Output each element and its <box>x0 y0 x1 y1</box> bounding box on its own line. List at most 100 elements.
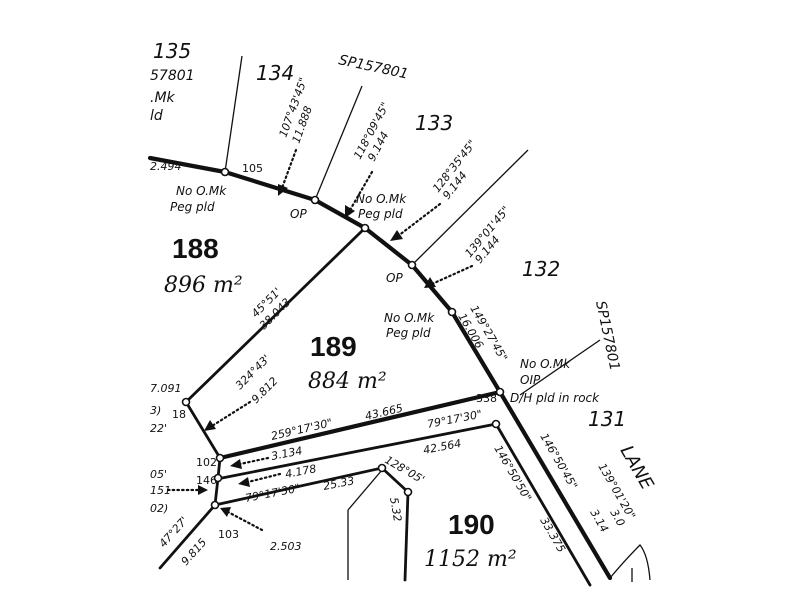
station-peg-1 <box>360 223 370 233</box>
station-5-32 <box>403 487 413 497</box>
station-338 <box>495 387 505 397</box>
station-105 <box>220 167 230 177</box>
fragment-05: 05' <box>150 468 167 481</box>
arrow-3134 <box>238 456 270 466</box>
station-103-label: 103 <box>218 528 239 541</box>
peg-pld-3: Peg pld <box>386 326 431 340</box>
dh-pld-rock-label: D/H pld in rock <box>510 391 600 405</box>
plan-ref-left-partial: 57801 <box>150 68 195 84</box>
lot-132-133-line <box>411 149 529 266</box>
bearing-79b: 79°17'30" <box>244 482 301 505</box>
arrow-4178 <box>246 472 282 484</box>
arrow-118 <box>348 170 374 212</box>
left-note-omk: .Mk <box>150 90 176 106</box>
left-note-ld: ld <box>150 108 163 124</box>
plan-ref-top: SP157801 <box>337 52 410 82</box>
bearing-146b: 146°50'45" <box>537 431 580 492</box>
arrow-139 <box>430 264 474 286</box>
arrowhead-4178 <box>238 477 250 487</box>
plan-ref-right: SP157801 <box>592 300 622 373</box>
station-op-2 <box>407 260 417 270</box>
arrowhead-151 <box>198 485 208 495</box>
lot-188-189-boundary <box>184 226 367 404</box>
arrowhead-139 <box>424 277 436 288</box>
station-inner-338 <box>491 419 501 429</box>
station-105-label: 105 <box>242 162 263 175</box>
sp-right-leader <box>519 339 601 396</box>
arrow-128 <box>396 202 442 238</box>
distance-2503: 2.503 <box>270 540 302 553</box>
boundary-5-32 <box>403 490 410 582</box>
boundary-103-lower <box>213 466 384 507</box>
boundary-128-05 <box>380 466 410 494</box>
no-omk-2: No O.Mk <box>356 192 407 206</box>
lot-133-label: 133 <box>415 111 453 135</box>
arrowhead-118 <box>345 205 355 218</box>
fragment-151: 151 <box>150 484 171 497</box>
no-omk-4: No O.Mk <box>520 357 571 371</box>
station-146-label: 146 <box>196 474 217 487</box>
lot-134-label: 134 <box>256 61 294 85</box>
fragment-3: 3) <box>150 404 161 417</box>
no-omk-3: No O.Mk <box>384 311 435 325</box>
station-op-1 <box>310 195 320 205</box>
arrow-324 <box>210 400 252 428</box>
station-18-label: 18 <box>172 408 186 421</box>
distance-2494: 2.494 <box>150 160 182 173</box>
distance-79a: 42.564 <box>422 437 462 457</box>
lot-189-number: 189 <box>310 331 357 362</box>
arrow-2503 <box>226 510 264 532</box>
oip-label: OIP <box>520 373 541 387</box>
lot-190-number: 190 <box>448 509 495 540</box>
distance-33375: 33.375 <box>537 515 568 555</box>
station-338-label: 338 <box>476 392 497 405</box>
lot-189-south-boundary <box>217 389 503 461</box>
lot-188-area: 896 m² <box>164 273 243 298</box>
arrowhead-3134 <box>230 459 242 469</box>
station-18 <box>181 397 191 407</box>
arrowhead-2503 <box>220 507 231 517</box>
no-omk-1: No O.Mk <box>176 184 227 198</box>
boundary-103-southwest <box>158 503 217 570</box>
boundary-leg-to-102 <box>184 400 222 460</box>
lot-190-north-boundary <box>220 422 498 480</box>
distance-314: 3.14 <box>587 507 611 535</box>
boundary-146-103 <box>213 476 220 507</box>
peg-pld-1: Peg pld <box>170 200 215 214</box>
bearing-47: 47°27' <box>157 514 191 550</box>
station-128-05 <box>377 463 387 473</box>
arrowhead-107 <box>278 184 288 196</box>
distance-532: 5.32 <box>387 496 404 522</box>
arrowhead-128 <box>390 230 403 241</box>
peg-pld-2: Peg pld <box>358 207 403 221</box>
lot-135-label: 135 <box>153 39 191 63</box>
distance-2533: 25.33 <box>322 474 355 493</box>
lot-190-east-boundary-inner <box>494 422 592 587</box>
station-102-label: 102 <box>196 456 217 469</box>
op-label-1: OP <box>290 207 307 221</box>
distance-4178: 4.178 <box>284 462 317 481</box>
op-label-2: OP <box>386 271 403 285</box>
fragment-02: 02) <box>150 502 168 515</box>
lot-188-number: 188 <box>172 233 219 264</box>
lot-190-east-boundary-outer <box>497 389 613 581</box>
arrowhead-324 <box>204 420 216 431</box>
arrow-107 <box>280 148 298 190</box>
distance-3134: 3.134 <box>270 444 303 463</box>
lot-189-area: 884 m² <box>308 369 387 394</box>
boundary-inner-lot <box>347 469 383 511</box>
distance-7091: 7.091 <box>150 382 182 395</box>
lane-curve <box>609 544 651 581</box>
station-103 <box>210 500 220 510</box>
lot-132-label: 132 <box>522 257 560 281</box>
lot-134-135-line <box>224 55 243 173</box>
lot-133-134-line <box>314 85 363 201</box>
bearing-128b: 128°05' <box>383 453 427 486</box>
station-102 <box>215 453 225 463</box>
fragment-22: 22' <box>150 422 167 435</box>
station-peg-2 <box>447 307 457 317</box>
lot-190-area: 1152 m² <box>424 547 517 572</box>
lot-131-label: 131 <box>588 407 626 431</box>
station-146 <box>213 473 223 483</box>
